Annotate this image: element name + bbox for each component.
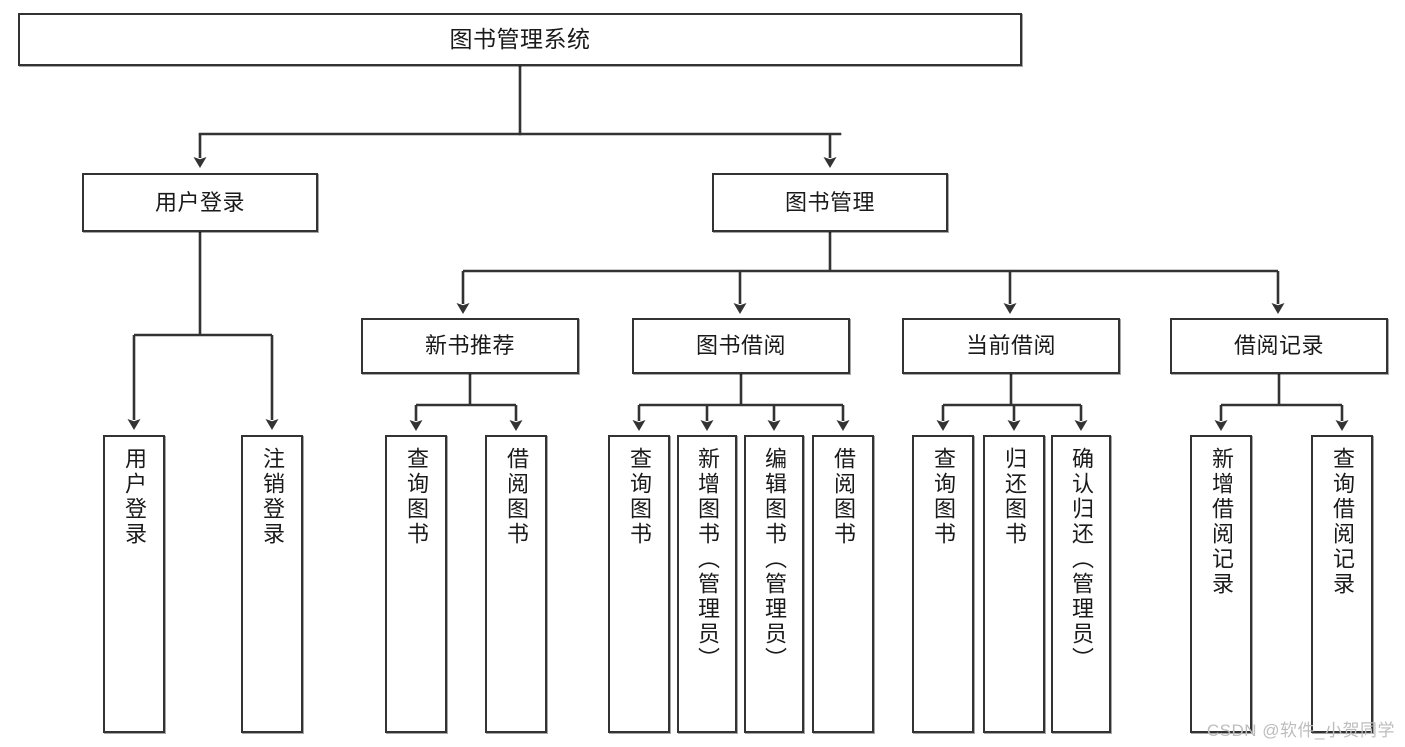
leaf-logout-label: 注销登录 <box>259 447 285 547</box>
node-book-borrow-label: 图书借阅 <box>695 333 786 359</box>
leaf-query-book-rec[interactable]: 查询图书 <box>385 435 447 733</box>
leaf-borrow-book-rec[interactable]: 借阅图书 <box>485 435 547 733</box>
node-borrow-record[interactable]: 借阅记录 <box>1170 318 1388 374</box>
node-current-borrow[interactable]: 当前借阅 <box>902 318 1120 374</box>
leaf-query-book-current-label: 查询图书 <box>930 447 956 547</box>
leaf-borrow-book[interactable]: 借阅图书 <box>812 435 874 733</box>
leaf-query-record[interactable]: 查询借阅记录 <box>1311 435 1373 733</box>
node-new-book-rec-label: 新书推荐 <box>424 333 515 359</box>
leaf-query-book-borrow[interactable]: 查询图书 <box>608 435 670 733</box>
leaf-user-login[interactable]: 用户登录 <box>103 435 165 733</box>
leaf-query-book-borrow-label: 查询图书 <box>626 447 652 547</box>
leaf-add-record[interactable]: 新增借阅记录 <box>1190 435 1252 733</box>
node-new-book-rec[interactable]: 新书推荐 <box>361 318 579 374</box>
leaf-add-book-label: 新增图书（管理员） <box>694 447 720 672</box>
node-root[interactable]: 图书管理系统 <box>18 13 1022 66</box>
leaf-query-book-rec-label: 查询图书 <box>403 447 429 547</box>
node-user-login-label: 用户登录 <box>154 189 245 215</box>
leaf-borrow-book-label: 借阅图书 <box>830 447 856 547</box>
leaf-query-book-current[interactable]: 查询图书 <box>912 435 974 733</box>
node-book-manage[interactable]: 图书管理 <box>712 173 948 232</box>
leaf-confirm-return[interactable]: 确认归还（管理员） <box>1051 435 1111 733</box>
leaf-return-book-label: 归还图书 <box>1001 447 1027 547</box>
leaf-user-login-label: 用户登录 <box>121 447 147 547</box>
leaf-add-record-label: 新增借阅记录 <box>1208 447 1234 597</box>
leaf-edit-book[interactable]: 编辑图书（管理员） <box>744 435 804 733</box>
leaf-edit-book-label: 编辑图书（管理员） <box>761 447 787 672</box>
node-book-manage-label: 图书管理 <box>784 189 875 215</box>
leaf-borrow-book-rec-label: 借阅图书 <box>503 447 529 547</box>
node-user-login[interactable]: 用户登录 <box>82 173 318 232</box>
leaf-return-book[interactable]: 归还图书 <box>983 435 1045 733</box>
node-current-borrow-label: 当前借阅 <box>965 333 1056 359</box>
node-root-label: 图书管理系统 <box>449 25 591 52</box>
node-book-borrow[interactable]: 图书借阅 <box>632 318 850 374</box>
leaf-add-book[interactable]: 新增图书（管理员） <box>677 435 737 733</box>
leaf-query-record-label: 查询借阅记录 <box>1329 447 1355 597</box>
node-borrow-record-label: 借阅记录 <box>1233 333 1324 359</box>
leaf-confirm-return-label: 确认归还（管理员） <box>1068 447 1094 672</box>
leaf-logout[interactable]: 注销登录 <box>241 435 303 733</box>
watermark-text: CSDN @软件_小贺同学 <box>1206 721 1395 740</box>
